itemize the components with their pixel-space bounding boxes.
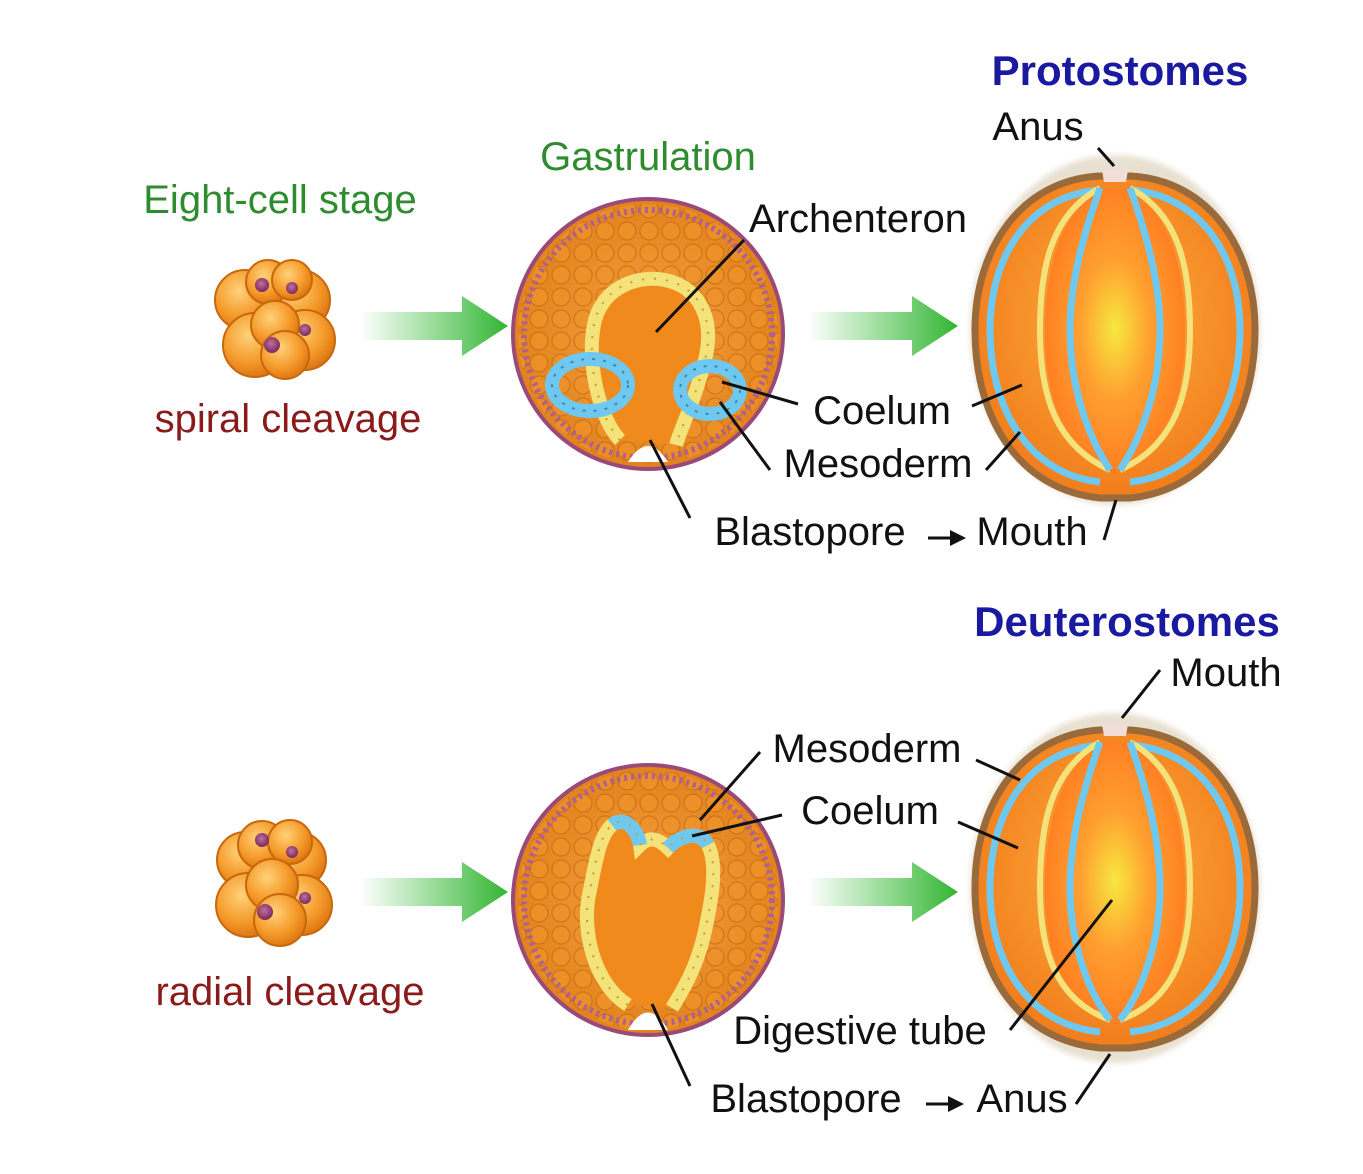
gastrulation-label: Gastrulation	[540, 135, 756, 179]
eight-cell-embryo-radial	[215, 819, 333, 947]
eight-cell-stage-label: Eight-cell stage	[143, 178, 416, 222]
deuterostome-mesoderm-leader-right	[975, 758, 1021, 782]
arrow-gastrulation-to-deuterostome	[808, 862, 958, 922]
protostome-coelum-leader-right	[971, 383, 1023, 408]
protostome-anus-label: Anus	[992, 105, 1083, 149]
spiral-cleavage-label: spiral cleavage	[155, 397, 422, 441]
protostome-blastopore-label: Blastopore	[714, 510, 905, 554]
deuterostome-digestive-tube-label: Digestive tube	[733, 1009, 986, 1053]
protostome-blastopore-leader	[648, 439, 692, 519]
protostome-mouth-label: Mouth	[976, 510, 1087, 554]
deuterostome-coelum-label: Coelum	[801, 789, 939, 833]
deuterostome-anus-label: Anus	[976, 1077, 1067, 1121]
protostome-mesoderm-label: Mesoderm	[784, 442, 973, 486]
protostome-archenteron-leader	[654, 238, 746, 334]
protostome-mesoderm-leader-right	[984, 430, 1022, 472]
deuterostome-coelum-leader-right	[957, 820, 1019, 850]
deuterostome-blastopore-to-anus-arrow	[926, 1096, 964, 1112]
deuterostome-digestive-tube-leader	[1008, 899, 1114, 1031]
deuterostome-blastopore-label: Blastopore	[710, 1077, 901, 1121]
deuterostomes-title: Deuterostomes	[974, 598, 1280, 645]
deuterostome-mesoderm-leader-left	[698, 751, 762, 821]
gastrula-deuterostome	[511, 763, 785, 1037]
protostome-blastopore-to-mouth-arrow	[928, 530, 966, 546]
protostomes-title: Protostomes	[992, 47, 1249, 94]
arrow-gastrulation-to-protostome	[808, 296, 958, 356]
arrow-cleavage-to-gastrulation-bottom	[360, 862, 508, 922]
deuterostome-mesoderm-label: Mesoderm	[773, 727, 962, 771]
protostome-mesoderm-leader-left	[718, 401, 772, 471]
protostome-body	[970, 155, 1260, 505]
deuterostome-body	[970, 713, 1260, 1063]
gastrula-protostome	[511, 197, 785, 471]
protostome-archenteron-label: Archenteron	[749, 197, 967, 241]
protostome-anus-leader	[1096, 147, 1116, 167]
eight-cell-embryo-spiral	[214, 259, 336, 380]
protostome-mouth-leader	[1102, 499, 1118, 541]
deuterostome-anus-leader	[1074, 1053, 1112, 1105]
radial-cleavage-label: radial cleavage	[155, 970, 424, 1014]
protostome-coelum-leader-left	[721, 380, 799, 406]
deuterostome-mouth-leader	[1120, 669, 1162, 719]
deuterostome-blastopore-leader	[650, 1003, 692, 1087]
deuterostome-coelum-leader-left	[691, 813, 783, 838]
arrow-cleavage-to-gastrulation-top	[360, 296, 508, 356]
deuterostome-mouth-label: Mouth	[1170, 651, 1281, 695]
protostome-coelum-label: Coelum	[813, 389, 951, 433]
